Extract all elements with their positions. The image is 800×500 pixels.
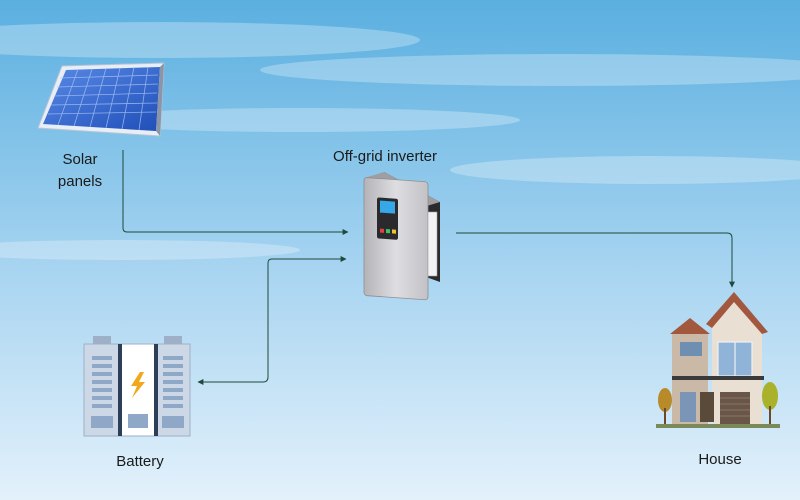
cloud-streaks (0, 22, 800, 260)
edge-inverter-to-house (456, 232, 735, 288)
solar-label-line1: Solar (62, 151, 98, 168)
house-label: House (698, 451, 742, 468)
solar-panel-icon (37, 62, 165, 137)
solar-label-line2: panels (57, 173, 103, 190)
battery-label: Battery (116, 453, 164, 470)
edge-solar-to-inverter (122, 150, 349, 235)
inverter-label: Off-grid inverter (333, 148, 437, 165)
house-icon (656, 292, 780, 428)
edge-inverter-battery (197, 256, 347, 385)
inverter-icon (363, 172, 440, 301)
solar-panels-label: Solar panels (40, 149, 120, 193)
lightning-bolt-icon (131, 372, 145, 398)
battery-icon (83, 336, 191, 437)
connectors (122, 150, 735, 385)
